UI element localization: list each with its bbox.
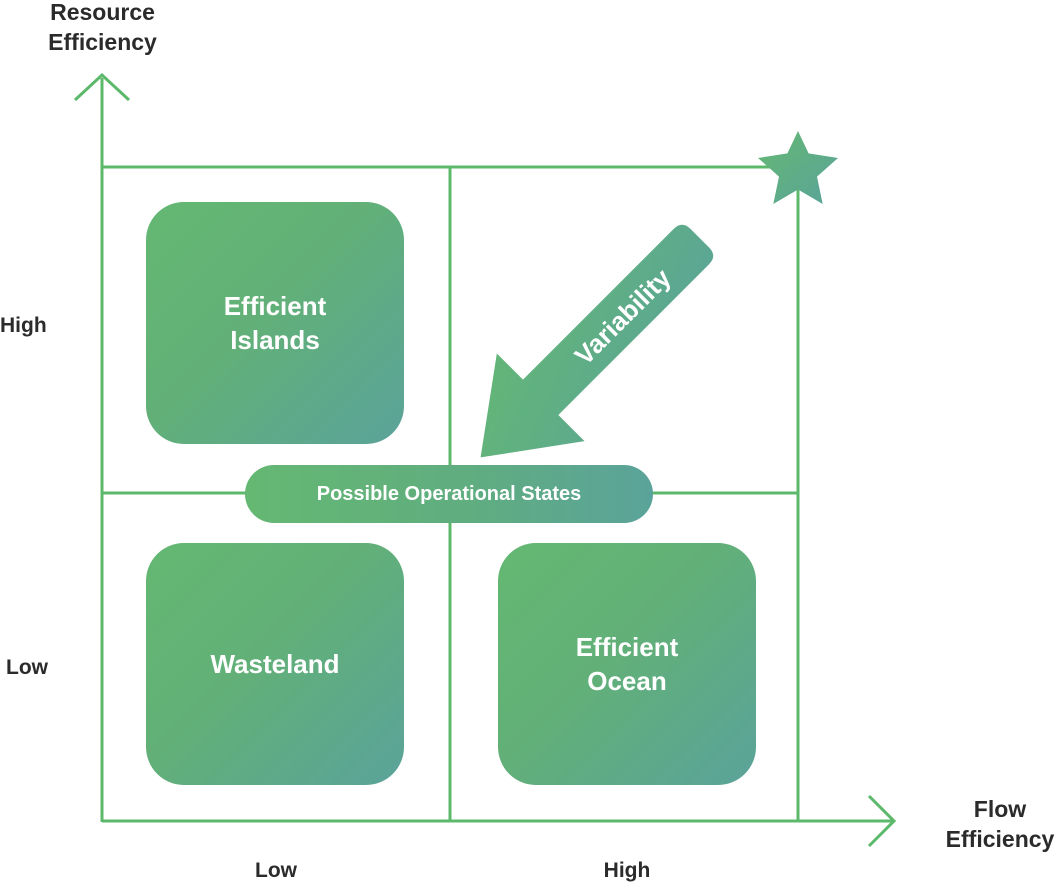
operational-states-pill: Possible Operational States: [245, 465, 653, 523]
quadrant-efficient-ocean: Efficient Ocean: [498, 543, 756, 785]
x-tick-high: High: [603, 859, 651, 882]
y-tick-low: Low: [6, 656, 48, 679]
x-axis-title: Flow Efficiency: [945, 796, 1055, 852]
y-axis-title: Resource Efficiency: [48, 0, 157, 55]
quadrant-label: Wasteland: [210, 649, 340, 679]
quadrant-wasteland: Wasteland: [146, 543, 404, 785]
quadrant-label: Efficient Islands: [223, 291, 327, 355]
variability-label: Variability: [569, 262, 677, 370]
operational-states-label: Possible Operational States: [316, 482, 582, 505]
x-tick-low: Low: [255, 859, 297, 882]
quadrant-label: Efficient Ocean: [575, 632, 679, 696]
star-icon: [758, 131, 838, 204]
quadrant-efficient-islands: Efficient Islands: [146, 202, 404, 444]
y-axis-arrowhead: [73, 72, 131, 102]
y-tick-high: High: [0, 314, 47, 337]
variability-arrow: Variability: [480, 224, 714, 458]
x-axis-arrowhead: [867, 794, 897, 848]
